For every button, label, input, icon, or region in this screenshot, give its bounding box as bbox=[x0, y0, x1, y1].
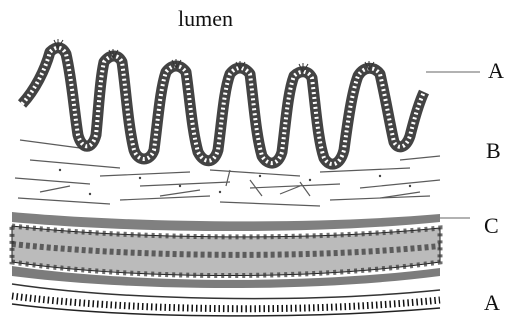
label-muscularis: C bbox=[484, 213, 499, 238]
label-outer-layer: A bbox=[484, 290, 500, 315]
mucosa-villi bbox=[22, 39, 424, 164]
muscularis-band bbox=[12, 212, 440, 288]
outer-serosa-layer bbox=[12, 284, 440, 316]
label-pointer-lines bbox=[426, 72, 480, 218]
label-mucosa: A bbox=[488, 58, 504, 83]
submucosa-fibers bbox=[15, 140, 440, 206]
label-submucosa: B bbox=[486, 138, 501, 163]
lumen-label: lumen bbox=[178, 6, 233, 31]
submucosa-stipple bbox=[59, 169, 411, 195]
